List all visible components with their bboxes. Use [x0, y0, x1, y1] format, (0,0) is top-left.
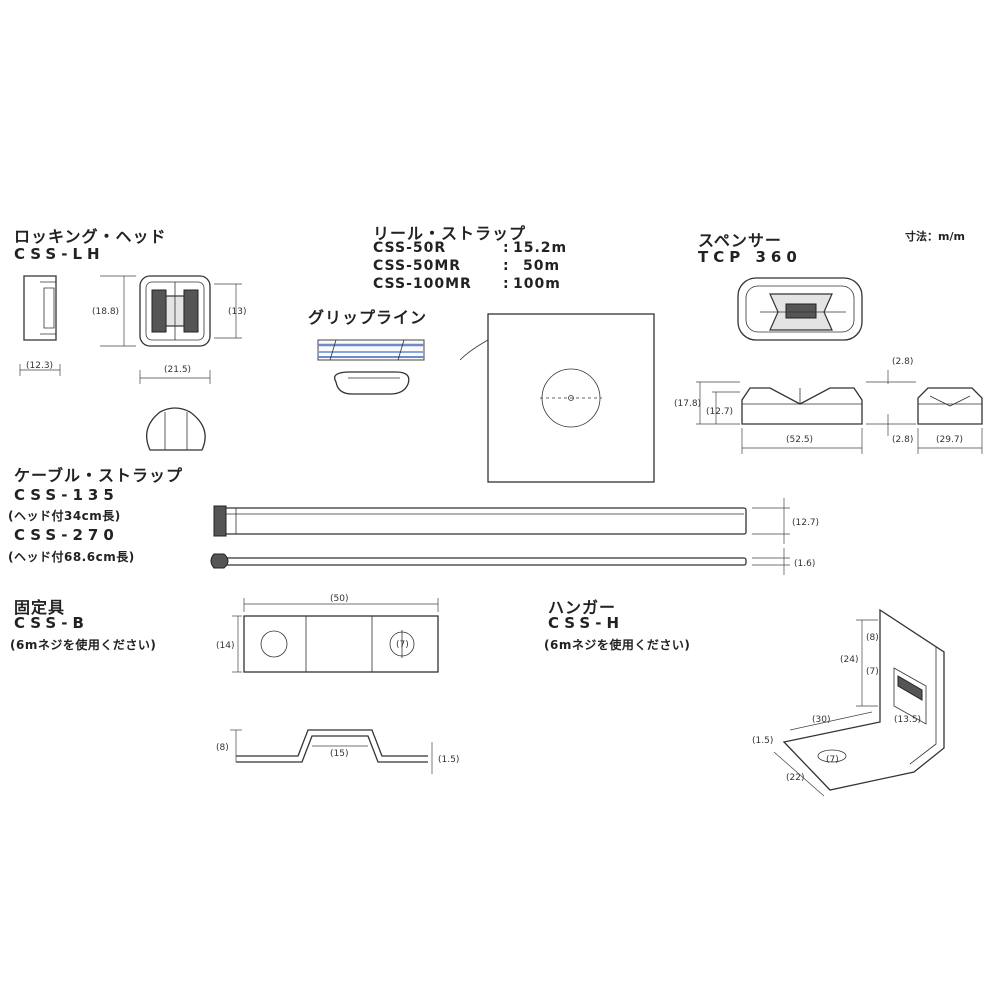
- locking-head-dim-2: (13): [228, 307, 246, 317]
- spacer-code: TCP 360: [698, 248, 802, 266]
- fixture-dim-1: (50): [330, 594, 348, 604]
- locking-head-front-view: (18.8) (13) (21.5): [92, 275, 246, 384]
- hanger-dim-6: (1.5): [752, 736, 773, 746]
- fixture-side-view: (8) (15) (1.5): [216, 729, 459, 774]
- cable-strap-code-2: CSS-270: [14, 526, 119, 544]
- fixture-dim-3: (7): [396, 640, 409, 650]
- fixture-dim-6: (1.5): [438, 755, 459, 765]
- cable-strap-note-1: (ヘッド付34cm長): [8, 509, 121, 523]
- spacer-side-views: (17.8) (12.7) (2.8) (2.8) (52.5) (29.7): [674, 357, 983, 454]
- hanger-note: (6mネジを使用ください): [544, 638, 691, 652]
- reel-strap-drawing: [459, 313, 655, 483]
- hanger-dim-1: (8): [866, 633, 879, 643]
- unit-note: 寸法：m/m: [905, 230, 965, 243]
- fixture-title: 固定具: [14, 598, 66, 617]
- locking-head-side-view: (12.3): [19, 275, 61, 376]
- reel-strap-title: リール・ストラップ: [373, 224, 527, 243]
- locking-head-code: CSS-LH: [14, 245, 105, 263]
- fixture-note: (6mネジを使用ください): [10, 638, 157, 652]
- spacer-top-view: [737, 277, 863, 341]
- hanger-title: ハンガー: [548, 598, 617, 617]
- hanger-dim-7: (7): [826, 755, 839, 765]
- spacer-title: スペンサー: [698, 231, 782, 250]
- spacer-dim-4: (2.8): [892, 435, 913, 445]
- hanger-code: CSS-H: [548, 614, 624, 632]
- reel-strap-sep-2: :: [503, 258, 510, 274]
- reel-strap-value-1: 15.2m: [513, 240, 568, 256]
- locking-head-dim-1: (18.8): [92, 307, 119, 317]
- grip-line-title: グリップライン: [308, 308, 428, 327]
- fixture-top-view: (7) (50) (14): [216, 594, 439, 673]
- reel-strap-sep-1: :: [503, 240, 510, 256]
- spacer-dim-6: (29.7): [936, 435, 963, 445]
- grip-line-drawing: [317, 339, 425, 395]
- reel-strap-code-3: CSS-100MR: [373, 276, 472, 292]
- fixture-dim-4: (8): [216, 743, 229, 753]
- fixture-code: CSS-B: [14, 614, 89, 632]
- cable-strap-code-1: CSS-135: [14, 486, 119, 504]
- locking-head-title: ロッキング・ヘッド: [14, 227, 167, 246]
- locking-head-dim-4: (21.5): [164, 365, 191, 375]
- cable-strap-wide: (12.7): [213, 498, 819, 544]
- hanger-dim-8: (22): [786, 773, 804, 783]
- fixture-dim-2: (14): [216, 641, 234, 651]
- spacer-dim-2: (17.8): [674, 399, 701, 409]
- locking-head-top-view: [146, 407, 206, 451]
- spacer-dim-1: (2.8): [892, 357, 913, 367]
- hanger-dim-2: (24): [840, 655, 858, 665]
- reel-strap-value-2: 50m: [523, 258, 561, 274]
- reel-strap-code-1: CSS-50R: [373, 240, 447, 256]
- cable-strap-dim-1: (12.7): [792, 518, 819, 528]
- hanger-dim-3: (7): [866, 667, 879, 677]
- spacer-dim-3: (12.7): [706, 407, 733, 417]
- reel-strap-code-2: CSS-50MR: [373, 258, 462, 274]
- cable-strap-title: ケーブル・ストラップ: [14, 466, 184, 485]
- cable-strap-narrow: (1.6): [210, 548, 815, 575]
- cable-strap-dim-2: (1.6): [794, 559, 815, 569]
- hanger-drawing: (24) (8) (7) (30) (13.5) (1.5) (7) (22): [752, 608, 945, 797]
- reel-strap-sep-3: :: [503, 276, 510, 292]
- spacer-dim-5: (52.5): [786, 435, 813, 445]
- hanger-dim-4: (30): [812, 715, 830, 725]
- cable-strap-note-2: (ヘッド付68.6cm長): [8, 550, 135, 564]
- locking-head-dim-3: (12.3): [26, 361, 53, 371]
- fixture-dim-5: (15): [330, 749, 348, 759]
- hanger-dim-5: (13.5): [894, 715, 921, 725]
- reel-strap-value-3: 100m: [513, 276, 561, 292]
